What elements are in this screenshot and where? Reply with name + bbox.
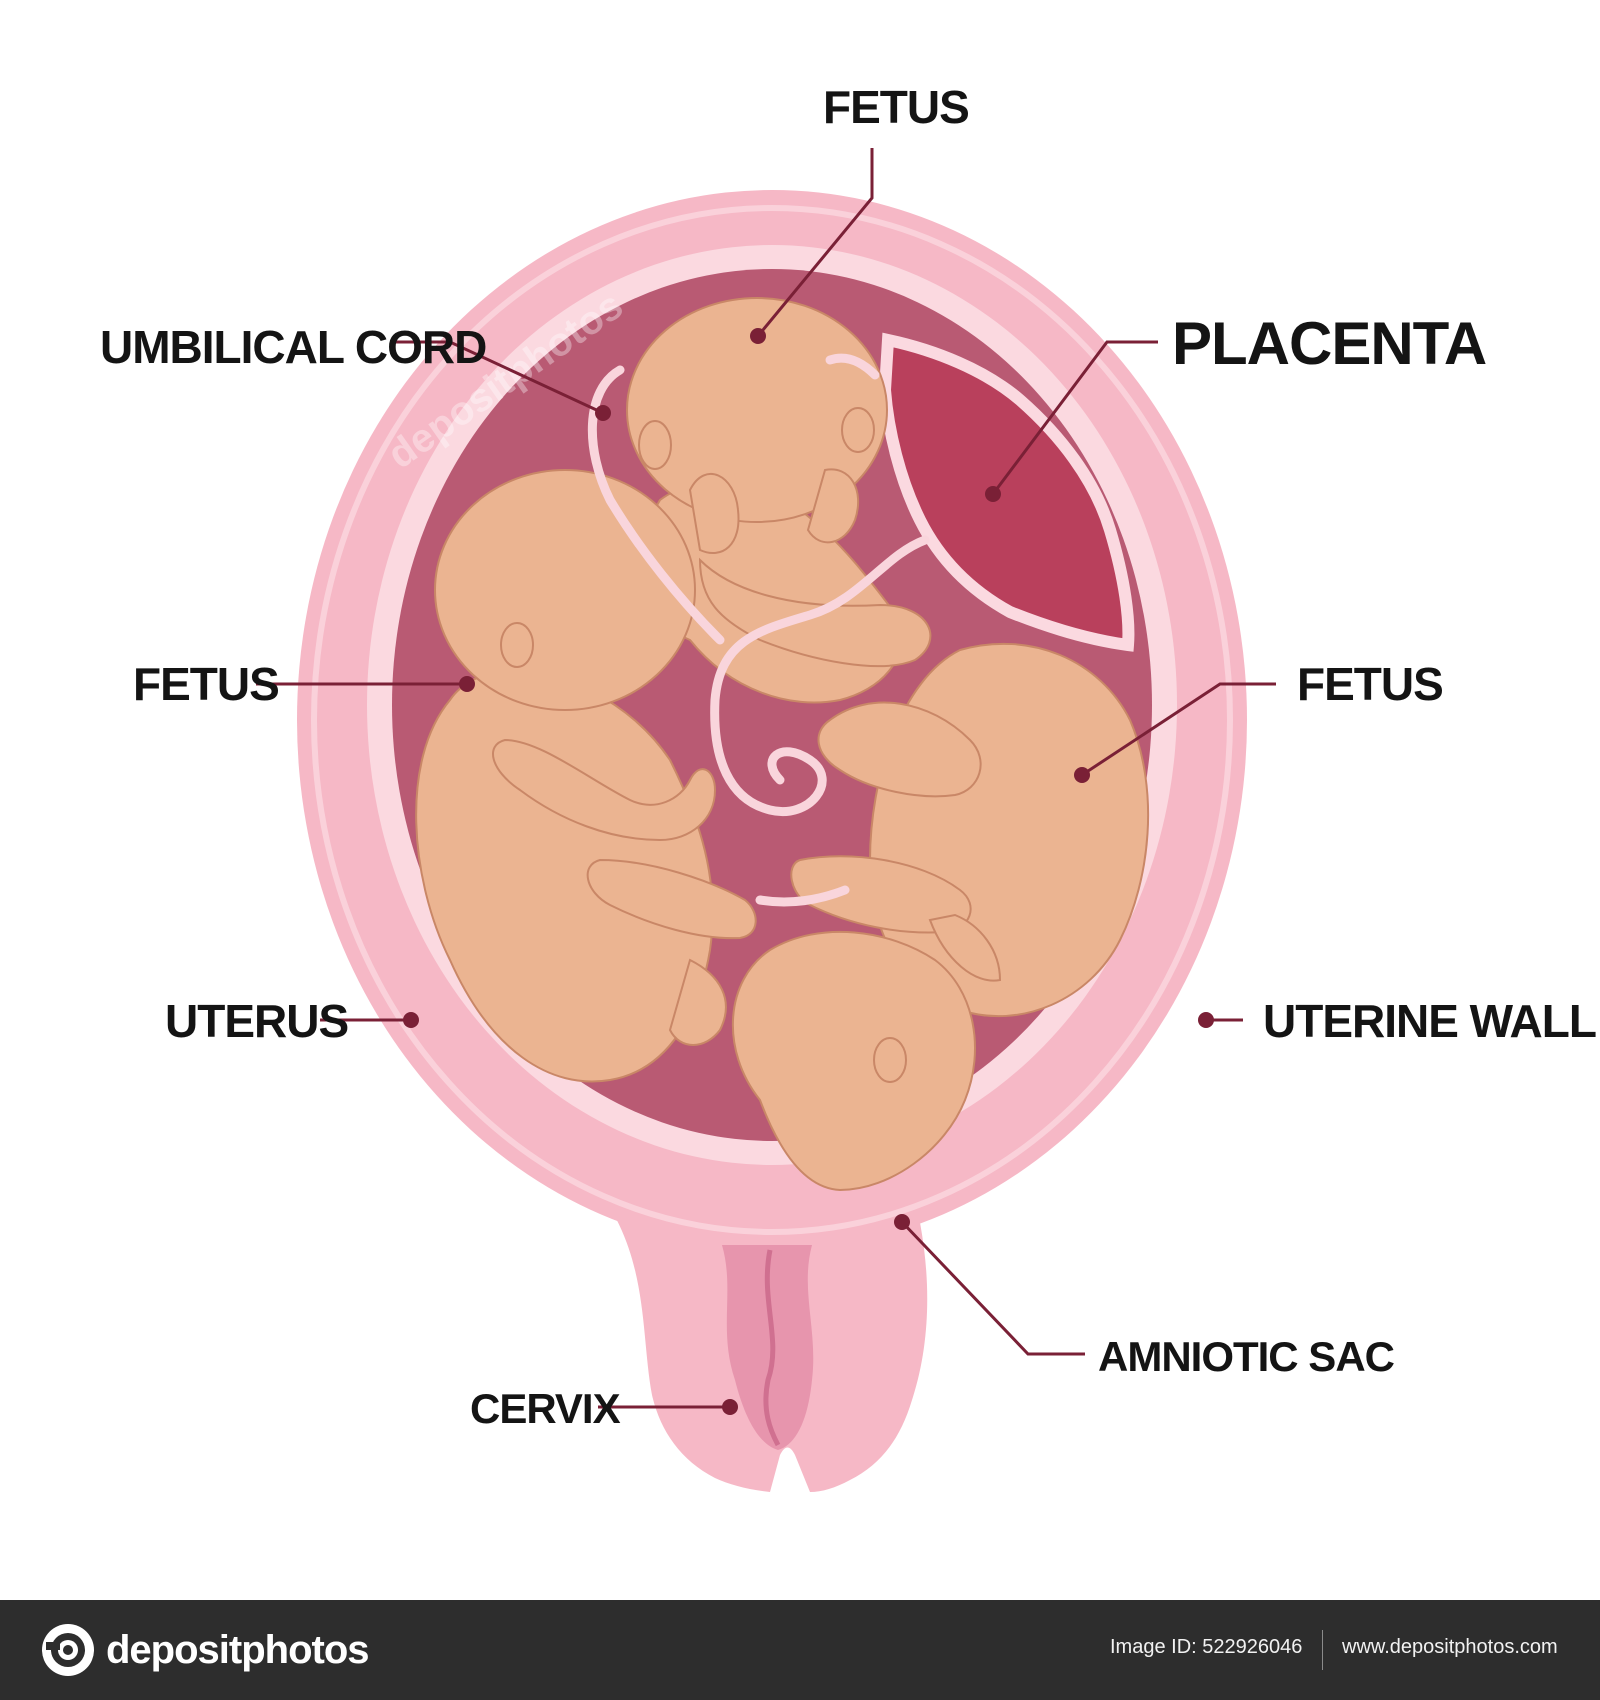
footer-logo[interactable]: depositphotos xyxy=(40,1620,370,1680)
site-url-link[interactable]: www.depositphotos.com xyxy=(1342,1636,1558,1658)
placenta-shape xyxy=(878,332,1135,652)
uterus-illustration xyxy=(297,190,1247,1492)
label-fetus-left: FETUS xyxy=(133,658,279,710)
label-umbilical-cord: UMBILICAL CORD xyxy=(100,321,486,373)
label-fetus-right: FETUS xyxy=(1297,658,1443,710)
label-fetus-top: FETUS xyxy=(823,81,969,133)
brand-name: depositphotos xyxy=(106,1627,370,1672)
triplet-pregnancy-diagram: depositphotos FETUS UMBILICAL CORD PLACE… xyxy=(100,81,1597,1492)
camera-logo-icon xyxy=(42,1624,94,1676)
label-amniotic-sac: AMNIOTIC SAC xyxy=(1098,1333,1395,1380)
footer-divider xyxy=(1322,1630,1323,1670)
umbilical-cords xyxy=(587,353,930,907)
cervical-canal xyxy=(722,1245,814,1450)
label-placenta: PLACENTA xyxy=(1172,310,1486,377)
label-cervix: CERVIX xyxy=(470,1385,621,1432)
label-uterine-wall: UTERINE WALL xyxy=(1263,995,1596,1047)
fetus-right xyxy=(790,642,1150,1018)
leader-lines xyxy=(256,148,1276,1415)
image-id-text: Image ID: 522926046 xyxy=(1110,1636,1303,1658)
cervical-fold xyxy=(763,1249,781,1447)
stock-footer: depositphotos Image ID: 522926046 www.de… xyxy=(0,1600,1600,1700)
diagram-labels: FETUS UMBILICAL CORD PLACENTA FETUS FETU… xyxy=(100,81,1597,1432)
uterus-highlight xyxy=(311,205,1233,1235)
label-uterus: UTERUS xyxy=(165,995,348,1047)
fetus-bottom xyxy=(731,930,976,1192)
